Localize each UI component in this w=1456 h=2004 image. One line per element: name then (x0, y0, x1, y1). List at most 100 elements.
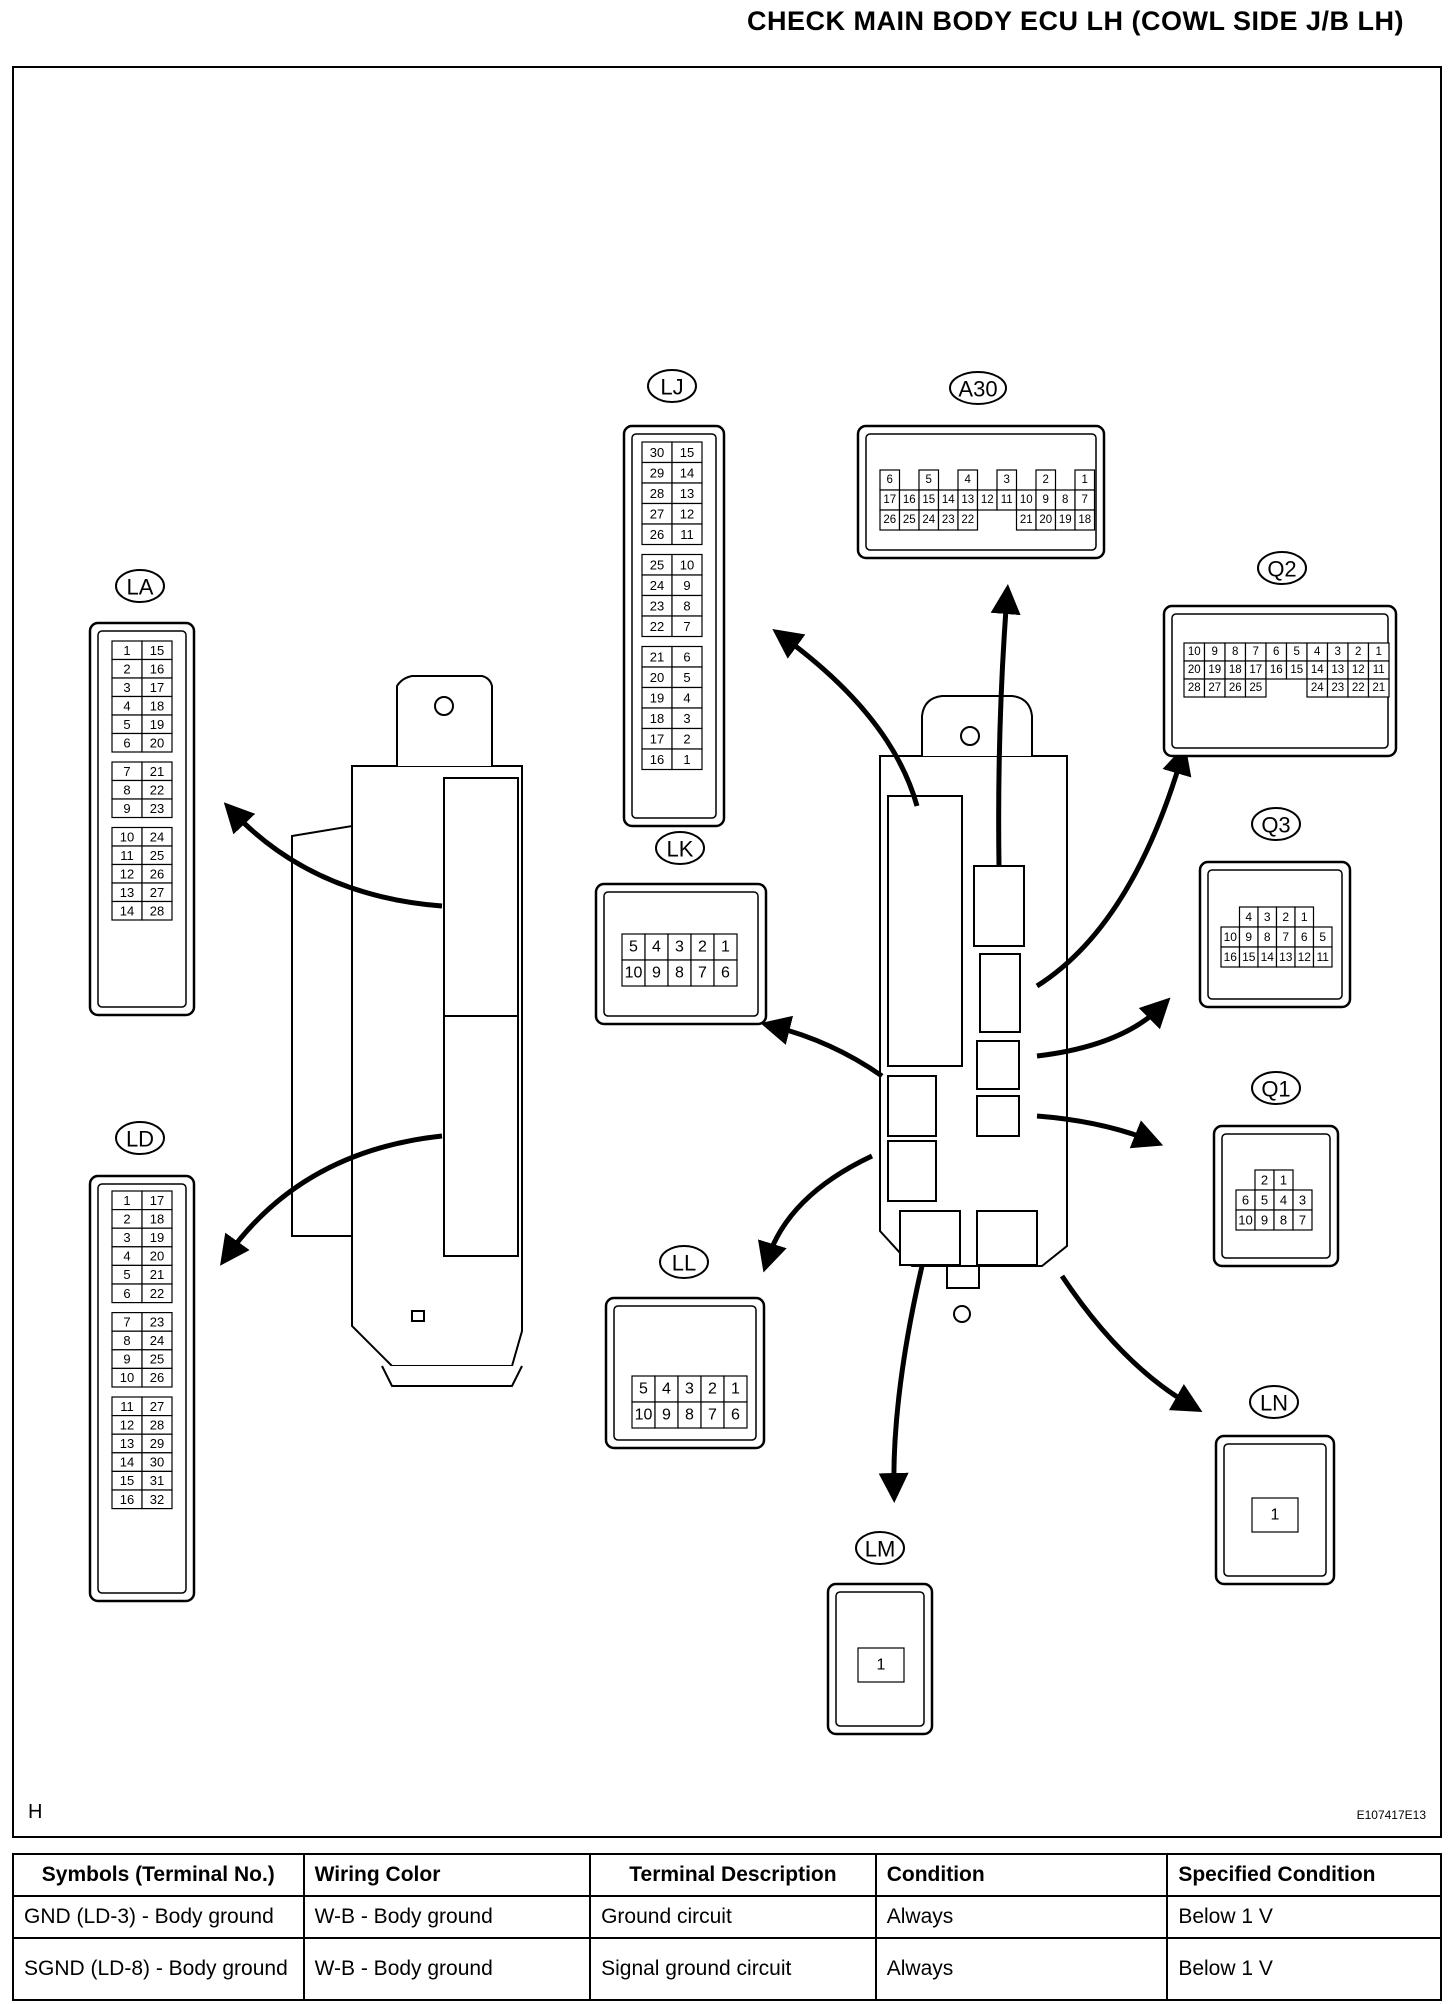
pin-number: 1 (731, 1381, 740, 1398)
pin-number: 9 (662, 1407, 671, 1424)
pin-number: 2 (123, 1211, 130, 1226)
connector-label: LD (115, 1121, 165, 1155)
pin-number: 28 (650, 486, 664, 501)
pin-cell (141, 1367, 173, 1388)
pin-cell (141, 798, 173, 819)
pin-number: 7 (1299, 1213, 1306, 1228)
pin-cell (857, 1647, 905, 1683)
pin-number: 8 (1280, 1213, 1287, 1228)
pin-number: 12 (120, 1417, 134, 1432)
pin-number: 17 (150, 680, 164, 695)
pin-number: 25 (150, 848, 164, 863)
table-cell: Signal ground circuit (589, 1937, 877, 2001)
pin-number: 20 (150, 1249, 164, 1264)
pin-number: 9 (1261, 1213, 1268, 1228)
pin-number: 6 (721, 965, 730, 982)
pin-number: 23 (150, 1314, 164, 1329)
pin-number: 21 (1372, 682, 1385, 694)
pin-cell (141, 732, 173, 753)
pin-number: 25 (1249, 682, 1262, 694)
pin-number: 11 (680, 527, 694, 542)
pin-number: 4 (123, 698, 130, 713)
pin-number: 3 (1004, 474, 1010, 486)
column-header: Specified Condition (1166, 1853, 1442, 1897)
pin-number: 13 (680, 486, 694, 501)
pin-number: 4 (1314, 646, 1321, 658)
pin-number: 1 (1280, 1173, 1287, 1188)
pin-number: 14 (680, 465, 694, 480)
pin-number: 26 (883, 514, 896, 526)
pin-number: 18 (1229, 664, 1242, 676)
pin-number: 15 (922, 494, 935, 506)
pin-number: 9 (652, 965, 661, 982)
pin-cell (1367, 678, 1390, 698)
pin-number: 7 (683, 619, 690, 634)
pin-number: 22 (1352, 682, 1365, 694)
pin-number: 24 (150, 1333, 164, 1348)
pin-number: 21 (150, 764, 164, 779)
pin-number: 14 (120, 903, 134, 918)
pin-number: 13 (961, 494, 974, 506)
connector-label-text: Q1 (1261, 1077, 1290, 1102)
pin-number: 6 (123, 735, 130, 750)
pin-number: 20 (650, 670, 664, 685)
connector-label: LA (115, 569, 165, 603)
pin-number: 9 (123, 1352, 130, 1367)
pin-number: 16 (150, 661, 164, 676)
pin-number: 4 (652, 939, 661, 956)
pin-number: 10 (625, 965, 643, 982)
pin-number: 9 (1245, 930, 1252, 944)
pin-number: 19 (650, 690, 664, 705)
pin-number: 27 (150, 1399, 164, 1414)
pin-number: 11 (120, 1399, 134, 1414)
pin-number: 10 (120, 829, 134, 844)
pin-number: 18 (150, 698, 164, 713)
pin-cell (1312, 946, 1333, 968)
pin-number: 24 (650, 578, 664, 593)
connector-label: A30 (949, 371, 1007, 405)
pin-number: 11 (120, 848, 134, 863)
connector-label: LL (659, 1245, 709, 1279)
pin-number: 11 (1317, 950, 1330, 964)
connector-label: Q2 (1257, 551, 1307, 585)
connector-label: Q1 (1251, 1071, 1301, 1105)
pin-number: 4 (683, 690, 690, 705)
pin-number: 7 (698, 965, 707, 982)
pin-number: 6 (887, 474, 893, 486)
pin-cell (1074, 509, 1096, 531)
pin-number: 2 (1261, 1173, 1268, 1188)
pin-number: 1 (1271, 1507, 1280, 1524)
pin-number: 6 (123, 1286, 130, 1301)
pin-number: 14 (942, 494, 955, 506)
pin-cell (141, 1489, 173, 1510)
pin-number: 15 (1242, 950, 1256, 964)
pin-number: 10 (120, 1370, 134, 1385)
connector-label-text: Q2 (1267, 557, 1296, 582)
pin-number: 31 (150, 1473, 164, 1488)
pin-number: 5 (123, 717, 130, 732)
table-cell: Always (874, 1937, 1169, 2001)
pin-number: 32 (150, 1492, 164, 1507)
pin-number: 24 (922, 514, 935, 526)
pin-number: 20 (1039, 514, 1052, 526)
pin-number: 2 (708, 1381, 717, 1398)
pin-number: 10 (1224, 930, 1238, 944)
pin-number: 16 (120, 1492, 134, 1507)
pin-number: 5 (123, 1267, 130, 1282)
pin-number: 13 (120, 1436, 134, 1451)
page-title: CHECK MAIN BODY ECU LH (COWL SIDE J/B LH… (746, 6, 1404, 36)
figure-code: E107417E13 (1356, 1808, 1426, 1822)
pin-number: 12 (1352, 664, 1365, 676)
pin-cell (957, 509, 979, 531)
pin-cell (1251, 1497, 1299, 1533)
pin-number: 8 (685, 1407, 694, 1424)
pin-number: 8 (683, 598, 690, 613)
table-cell: W-B - Body ground (302, 1895, 592, 1939)
pin-number: 23 (942, 514, 955, 526)
pin-number: 30 (650, 445, 664, 460)
arrows (220, 584, 1203, 1503)
pin-number: 18 (650, 711, 664, 726)
